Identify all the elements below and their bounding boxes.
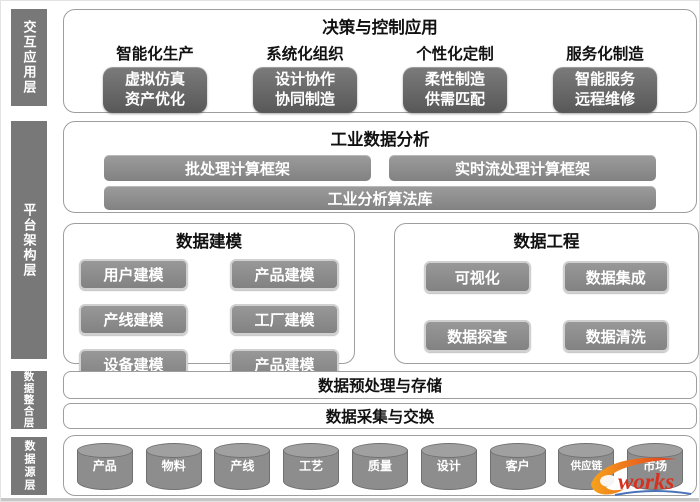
data-exploration-button: 数据探查 [424, 320, 531, 352]
column-item: 远程维修 [574, 91, 635, 108]
decision-column-intelligent-production: 智能化生产 虚拟仿真 资产优化 [96, 42, 214, 113]
cylinder-icon [351, 443, 408, 458]
decision-columns: 智能化生产 虚拟仿真 资产优化 系统化组织 设计协作 协同制造 个性化定制 柔性… [64, 42, 696, 113]
column-item: 虚拟仿真 [124, 70, 185, 88]
column-item: 供需匹配 [424, 91, 485, 108]
analysis-section-title: 工业数据分析 [330, 131, 430, 149]
engineering-buttons: 可视化 数据集成 数据探查 数据清洗 [395, 261, 698, 352]
industrial-data-analysis-section: 工业数据分析 批处理计算框架 实时流处理计算框架 工业分析算法库 [63, 121, 697, 213]
column-item: 智能服务 [574, 70, 635, 88]
database-cylinder-row: 产品 物料 产线 工艺 质量 [64, 436, 696, 490]
data-collection-exchange-bar: 数据采集与交换 [63, 403, 697, 429]
database-label: 物料 [161, 459, 186, 474]
database-cylinder-customer: 客户 [489, 443, 546, 490]
analysis-bars: 批处理计算框架 实时流处理计算框架 工业分析算法库 [64, 155, 696, 210]
modeling-section-title: 数据建模 [176, 233, 242, 251]
data-source-section: 产品 物料 产线 工艺 质量 [63, 435, 697, 496]
cylinder-icon [420, 443, 477, 458]
database-cylinder-material: 物料 [145, 443, 202, 490]
layer-label-data-source: 数据源层 [11, 437, 47, 495]
decision-control-section: 决策与控制应用 智能化生产 虚拟仿真 资产优化 系统化组织 设计协作 协同制造 … [63, 9, 697, 113]
engineering-section-title: 数据工程 [513, 233, 580, 251]
database-cylinder-product: 产品 [76, 443, 133, 490]
database-cylinder-production-line: 产线 [214, 443, 271, 490]
eworks-logo-icon: works [591, 457, 692, 496]
data-integration-button: 数据集成 [562, 261, 669, 293]
cylinder-icon [214, 443, 271, 458]
layer-label-data-integration: 数据整合层 [11, 371, 47, 429]
layer-label-interaction-application: 交互应用层 [11, 9, 47, 106]
column-item: 设计协作 [274, 70, 335, 88]
column-items-box: 智能服务 远程维修 [553, 67, 657, 113]
decision-column-personalized-customization: 个性化定制 柔性制造 供需匹配 [396, 42, 514, 113]
column-items-box: 虚拟仿真 资产优化 [103, 67, 207, 113]
database-label: 设计 [436, 459, 461, 474]
logo-swoosh [591, 457, 677, 495]
column-items-box: 设计协作 协同制造 [253, 67, 357, 113]
data-cleaning-button: 数据清洗 [562, 320, 669, 352]
column-item: 柔性制造 [424, 70, 485, 88]
logo-underline [614, 490, 692, 496]
visualization-button: 可视化 [424, 261, 531, 293]
data-preprocessing-storage-bar: 数据预处理与存储 [63, 371, 697, 399]
cylinder-icon [76, 443, 133, 458]
database-label: 产品 [92, 459, 117, 474]
database-label: 产线 [230, 459, 255, 474]
bottom-border-strip [1, 498, 699, 501]
database-cylinder-process: 工艺 [283, 443, 340, 490]
cylinder-icon [489, 443, 546, 458]
database-label: 市场 [643, 459, 668, 474]
database-cylinder-design: 设计 [420, 443, 477, 490]
column-item: 资产优化 [124, 91, 185, 108]
logo-works-text: works [618, 469, 674, 494]
eworks-watermark-logo: works [585, 450, 697, 500]
data-engineering-section: 数据工程 可视化 数据集成 数据探查 数据清洗 [394, 223, 699, 364]
column-header: 服务化制造 [566, 46, 644, 63]
database-label: 客户 [505, 459, 530, 474]
database-cylinder-market: 市场 [627, 443, 684, 490]
database-label: 供应链 [570, 459, 603, 472]
modeling-buttons: 用户建模 产品建模 产线建模 工厂建模 设备建模 产品建模 [64, 259, 354, 380]
database-label: 工艺 [299, 459, 324, 474]
cylinder-icon [627, 450, 684, 490]
product-modeling-button: 产品建模 [230, 259, 339, 290]
logo-e-hole [600, 475, 618, 487]
cylinder-icon [351, 450, 408, 490]
user-modeling-button: 用户建模 [79, 259, 188, 290]
database-cylinder-quality: 质量 [351, 443, 408, 490]
realtime-stream-framework-bar: 实时流处理计算框架 [389, 155, 656, 181]
cylinder-icon [627, 443, 684, 458]
decision-column-service-manufacturing: 服务化制造 智能服务 远程维修 [546, 42, 664, 113]
column-header: 个性化定制 [416, 46, 494, 63]
column-header: 智能化生产 [116, 46, 194, 63]
column-header: 系统化组织 [266, 46, 344, 63]
cylinder-icon [283, 443, 340, 458]
factory-modeling-button: 工厂建模 [230, 304, 339, 335]
column-item: 协同制造 [274, 91, 335, 108]
layer-label-platform-architecture: 平台架构层 [11, 121, 47, 359]
industrial-algorithm-library-bar: 工业分析算法库 [104, 186, 656, 210]
line-modeling-button: 产线建模 [79, 304, 188, 335]
decision-section-title: 决策与控制应用 [322, 19, 438, 37]
framework-row: 批处理计算框架 实时流处理计算框架 [104, 155, 656, 181]
decision-column-systematic-organization: 系统化组织 设计协作 协同制造 [246, 42, 364, 113]
cylinder-icon [145, 443, 202, 458]
batch-processing-framework-bar: 批处理计算框架 [104, 155, 371, 181]
column-items-box: 柔性制造 供需匹配 [403, 67, 507, 113]
data-modeling-section: 数据建模 用户建模 产品建模 产线建模 工厂建模 设备建模 产品建模 [63, 223, 355, 380]
cylinder-icon [558, 443, 615, 458]
database-label: 质量 [367, 459, 392, 474]
